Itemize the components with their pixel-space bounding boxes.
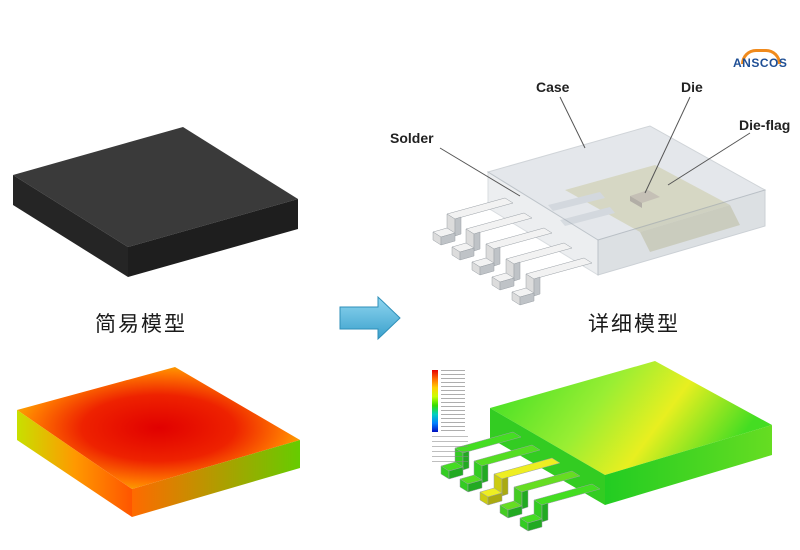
legend-ticks — [441, 370, 465, 432]
detailed-model-thermal — [490, 361, 772, 505]
label-case: Case — [536, 79, 570, 95]
label-solder: Solder — [390, 130, 434, 146]
arrow-icon — [339, 295, 401, 341]
solder-lead — [471, 227, 553, 276]
solder-lead — [491, 242, 573, 291]
color-legend — [432, 370, 472, 470]
solder-lead — [511, 257, 593, 306]
logo-arc-icon — [741, 49, 781, 64]
detailed-model-package — [486, 125, 767, 276]
simple-model-block — [13, 127, 298, 277]
thermal-lead — [499, 470, 581, 519]
simple-model-thermal — [17, 367, 300, 517]
thermal-lead — [519, 483, 601, 532]
detailed-model-leads — [432, 197, 593, 306]
solder-lead — [432, 197, 514, 246]
label-die: Die — [681, 79, 703, 95]
caption-detailed-model: 详细模型 — [588, 312, 680, 336]
legend-footer — [432, 436, 468, 462]
thermal-lead — [459, 444, 541, 493]
legend-color-bar — [432, 370, 438, 432]
thermal-lead — [479, 457, 561, 506]
leader-lines — [439, 96, 751, 197]
caption-simple-model: 简易模型 — [95, 312, 187, 336]
solder-lead — [451, 212, 533, 261]
label-die-flag: Die-flag — [739, 117, 791, 133]
logo: ANSCOS — [733, 56, 788, 70]
